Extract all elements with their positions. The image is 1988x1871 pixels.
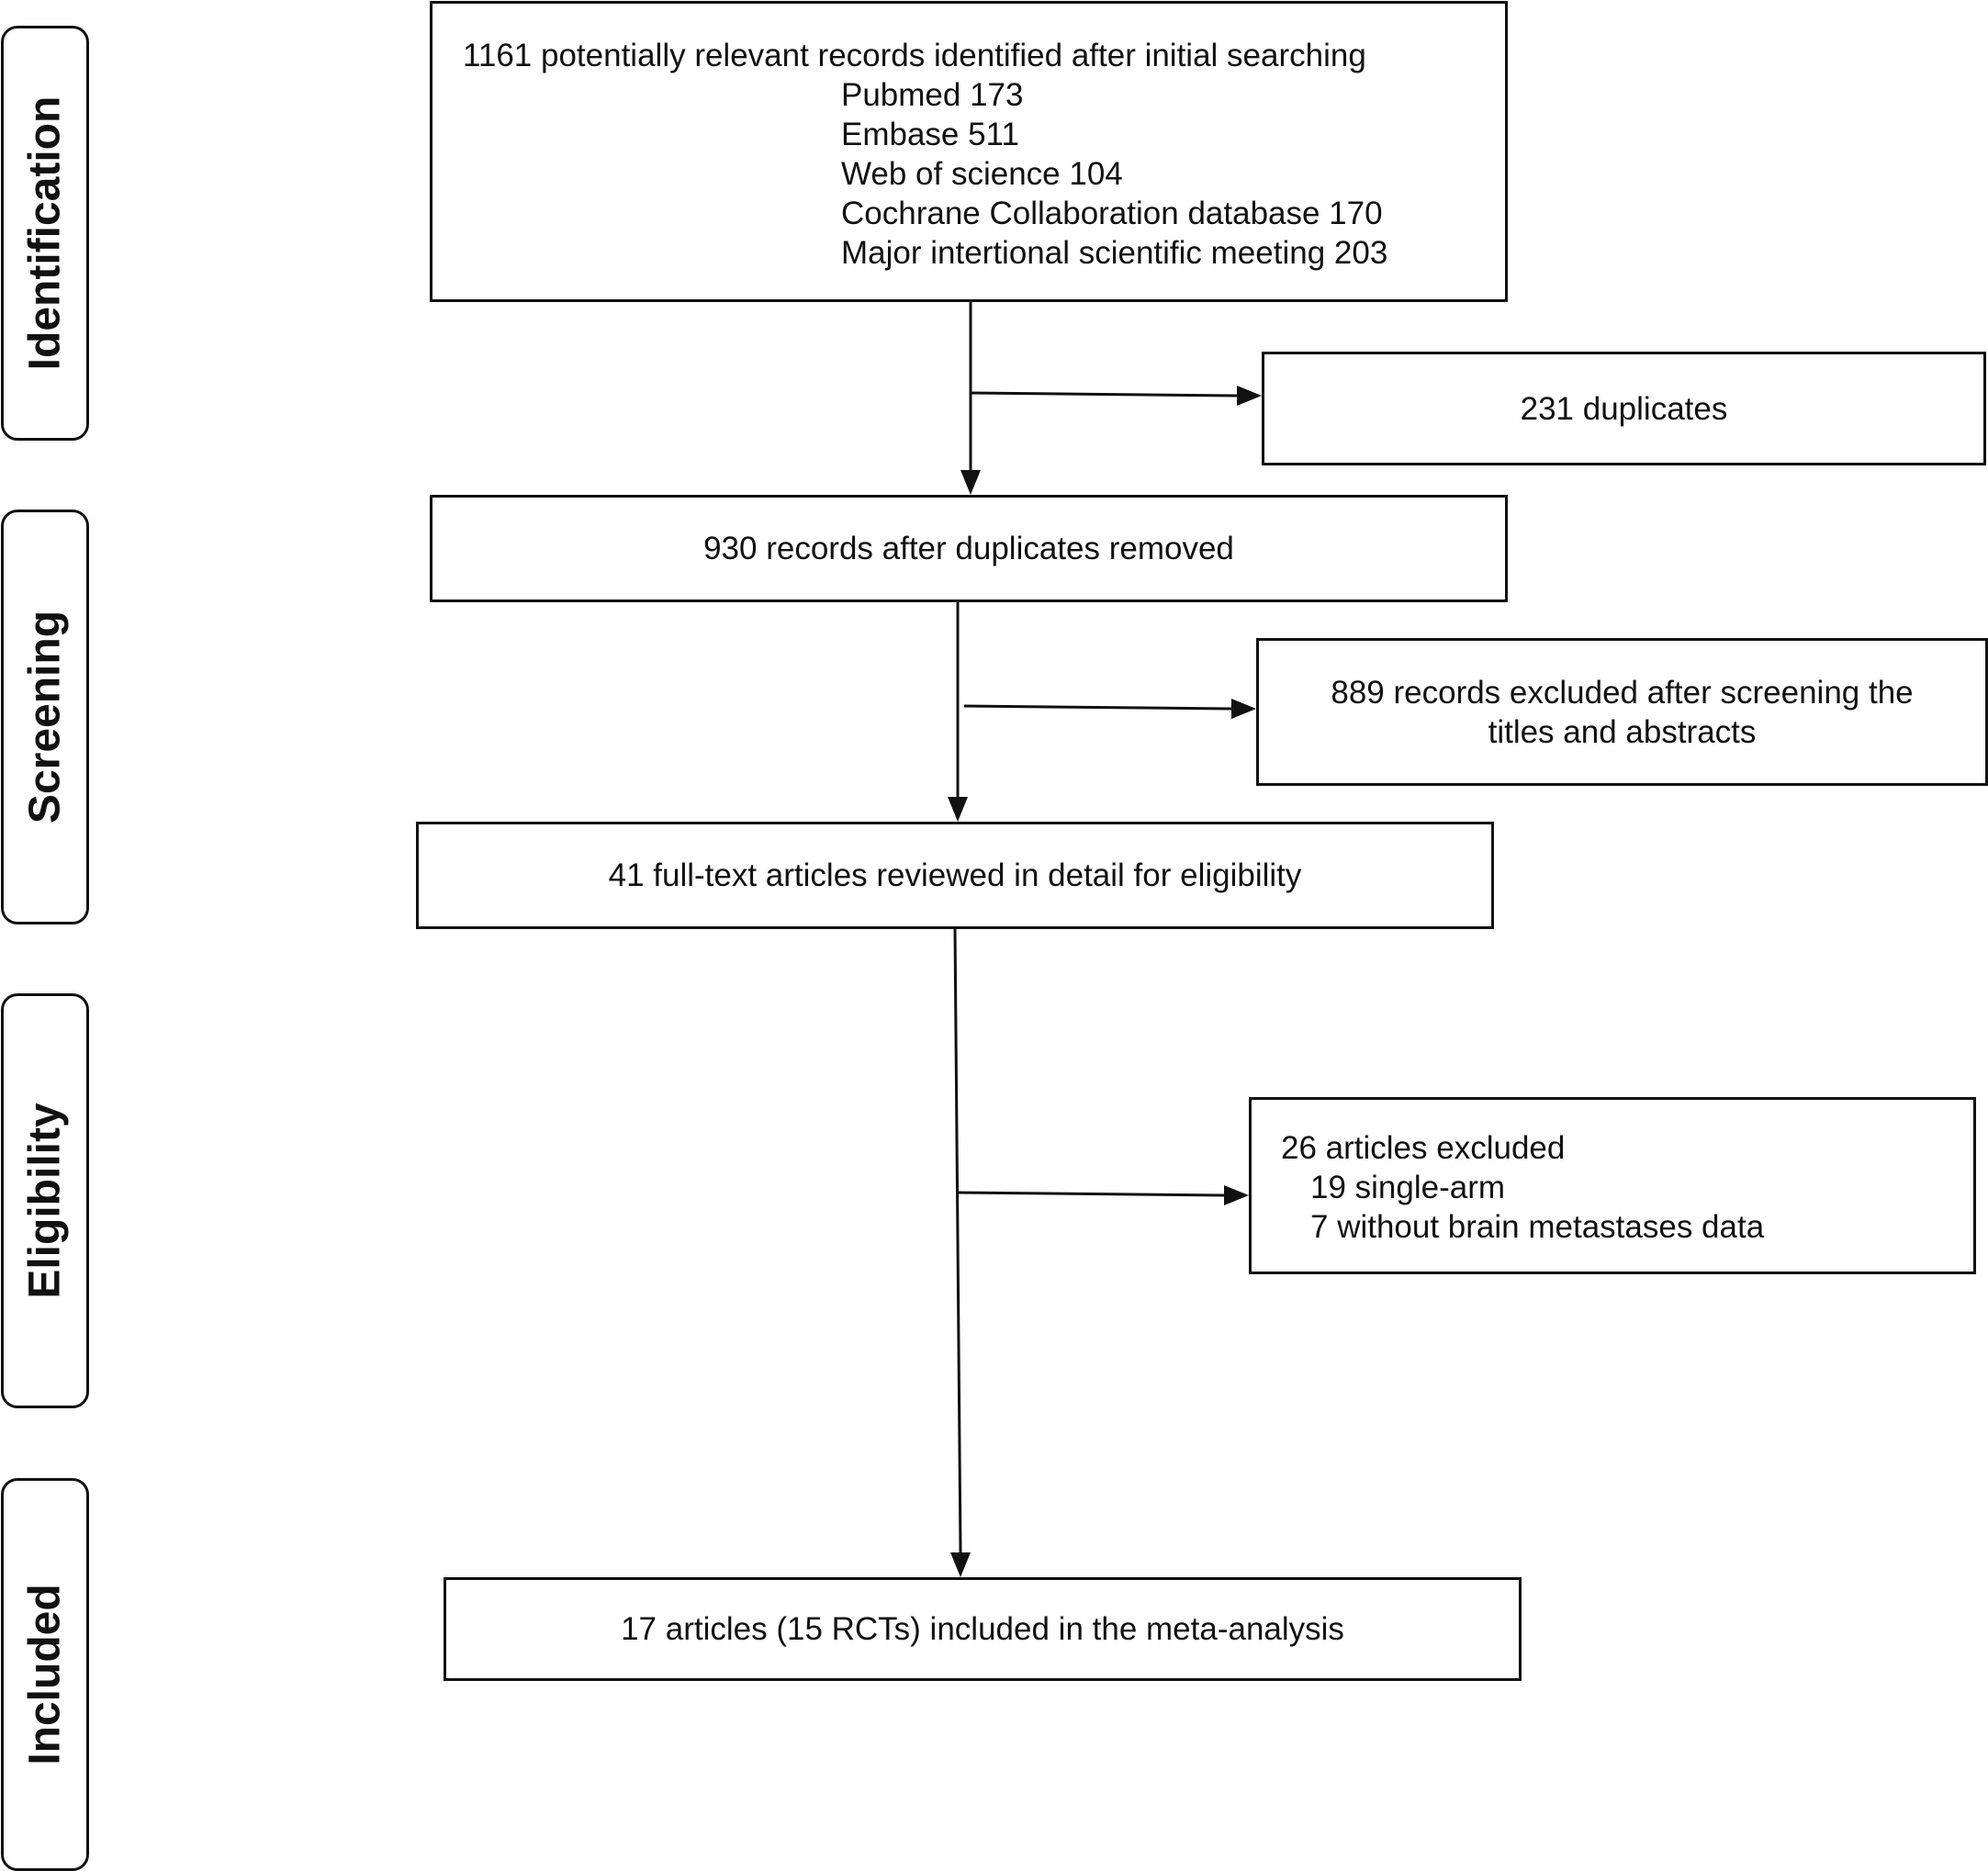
included-box: 17 articles (15 RCTs) included in the me… — [444, 1577, 1522, 1681]
arrowhead — [960, 470, 981, 495]
exclusion-reason: 19 single-arm — [1310, 1170, 1506, 1205]
arrow-to-excluded-screening — [963, 704, 1232, 711]
arrow-to-excluded-eligibility — [957, 1191, 1225, 1197]
excluded-eligibility-text: 26 articles excluded 19 single-arm 7 wit… — [1281, 1128, 1764, 1247]
arrow-full-text-to-included — [953, 928, 962, 1553]
excluded-screening-box: 889 records excluded after screening the… — [1256, 638, 1988, 786]
duplicates-box: 231 duplicates — [1262, 352, 1986, 465]
excluded-eligibility-box: 26 articles excluded 19 single-arm 7 wit… — [1249, 1097, 1976, 1274]
excluded-screening-line: titles and abstracts — [1488, 713, 1757, 750]
source-item: Cochrane Collaboration database 170 — [841, 196, 1383, 231]
arrowhead — [1237, 386, 1262, 406]
initial-search-title: 1161 potentially relevant records identi… — [463, 38, 1366, 73]
duplicates-text: 231 duplicates — [1520, 390, 1728, 427]
stage-screening: Screening — [1, 510, 89, 924]
source-list: Pubmed 173 Embase 511 Web of science 104… — [841, 75, 1387, 273]
arrow-to-duplicates — [970, 391, 1238, 398]
arrowhead — [948, 797, 968, 822]
full-text-box: 41 full-text articles reviewed in detail… — [416, 822, 1494, 929]
after-duplicates-text: 930 records after duplicates removed — [703, 531, 1234, 566]
excluded-eligibility-title: 26 articles excluded — [1281, 1130, 1566, 1166]
source-item: Embase 511 — [841, 117, 1019, 152]
stage-identification: Identification — [1, 26, 89, 441]
full-text-text: 41 full-text articles reviewed in detail… — [608, 857, 1302, 893]
exclusion-reason: 7 without brain metastases data — [1310, 1209, 1765, 1245]
initial-search-box: 1161 potentially relevant records identi… — [430, 1, 1508, 302]
arrowhead — [950, 1552, 971, 1577]
source-item: Major intertional scientific meeting 203 — [841, 235, 1388, 271]
arrowhead — [1231, 699, 1256, 719]
source-item: Pubmed 173 — [841, 77, 1024, 113]
stage-included: Included — [1, 1478, 89, 1871]
source-item: Web of science 104 — [841, 156, 1123, 192]
included-text: 17 articles (15 RCTs) included in the me… — [621, 1611, 1344, 1647]
stage-eligibility: Eligibility — [1, 993, 89, 1408]
arrowhead — [1224, 1185, 1249, 1205]
excluded-screening-text: 889 records excluded after screening the… — [1331, 673, 1913, 752]
after-duplicates-box: 930 records after duplicates removed — [430, 495, 1508, 602]
excluded-screening-line: 889 records excluded after screening the — [1331, 674, 1914, 711]
